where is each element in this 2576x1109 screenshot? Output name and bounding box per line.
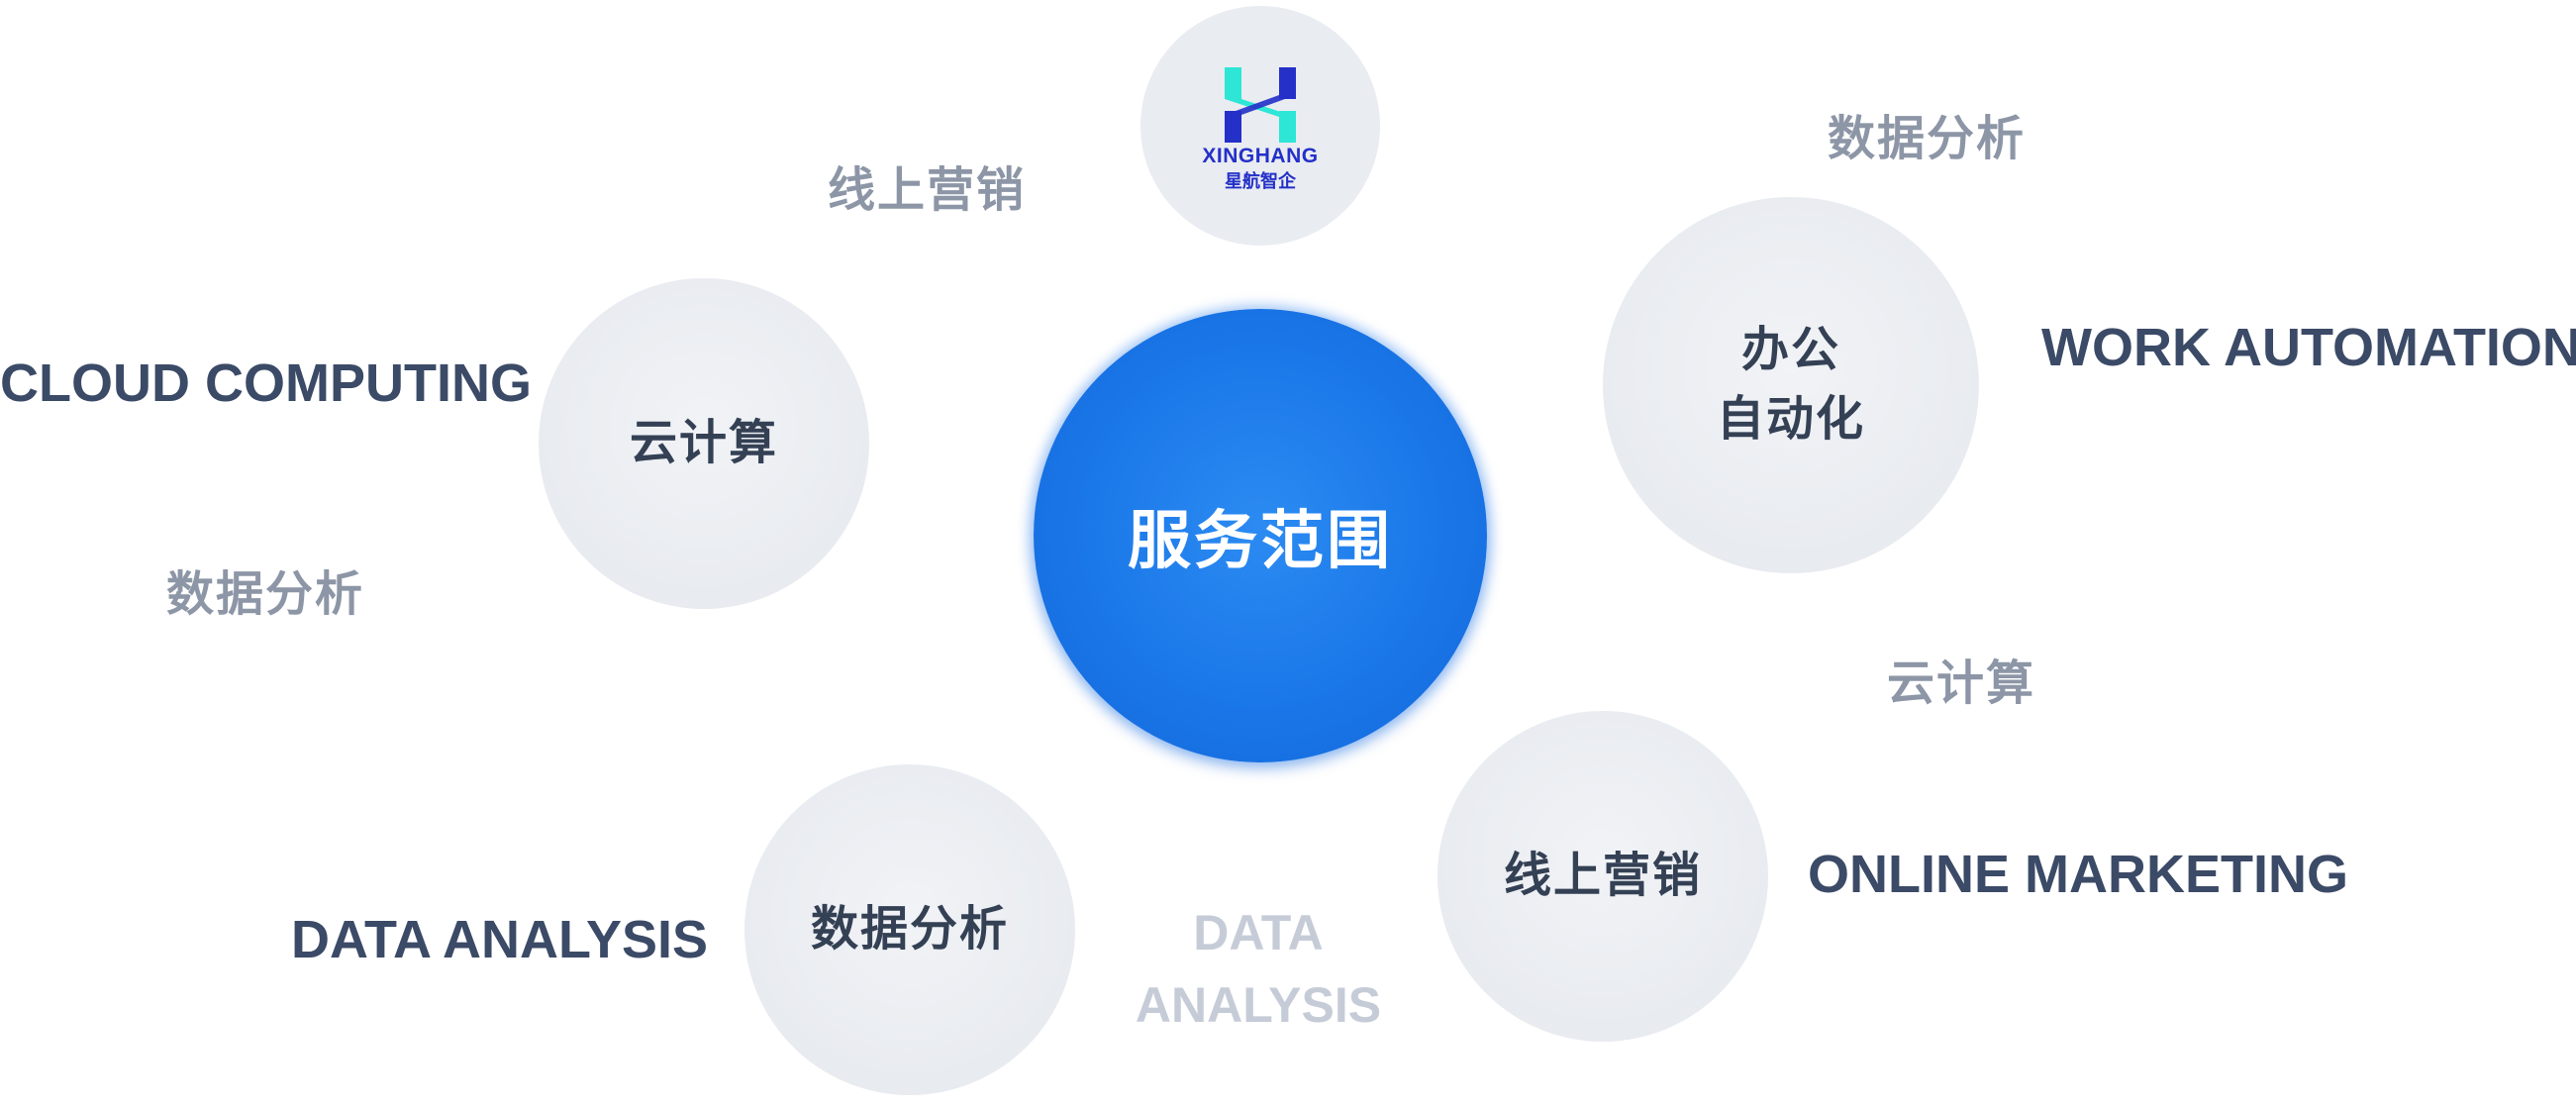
center-node-label: 服务范围 [1128,505,1393,578]
logo-name-en: XINGHANG [1202,145,1319,167]
logo-name-zh: 星航智企 [1225,171,1296,192]
node-data-en: DATA ANALYSIS [291,910,709,969]
node-marketing-label: 线上营销 [1503,848,1702,904]
node-cloud-label: 云计算 [629,415,778,471]
tag-marketing-top-left: 线上营销 [828,162,1027,218]
node-cloud: 云计算 [539,278,869,609]
ghost-data-analysis: DATA ANALYSIS [1135,905,1382,1033]
center-node: 服务范围 [1034,309,1487,762]
node-office: 办公 自动化 [1603,197,1979,573]
node-office-en: WORK AUTOMATION [2041,318,2576,377]
node-marketing-en: ONLINE MARKETING [1808,845,2348,904]
node-data-label: 数据分析 [810,901,1009,958]
node-data: 数据分析 [744,764,1075,1095]
xinghang-logo-icon [1225,67,1296,143]
node-office-label: 办公 自动化 [1716,322,1865,447]
tag-data-top-right: 数据分析 [1828,111,2027,166]
tag-data-left: 数据分析 [166,566,365,622]
logo-badge: XINGHANG 星航智企 [1140,6,1380,246]
node-cloud-en: CLOUD COMPUTING [0,353,532,413]
node-marketing: 线上营销 [1437,711,1768,1042]
tag-cloud-right: 云计算 [1887,655,2036,711]
